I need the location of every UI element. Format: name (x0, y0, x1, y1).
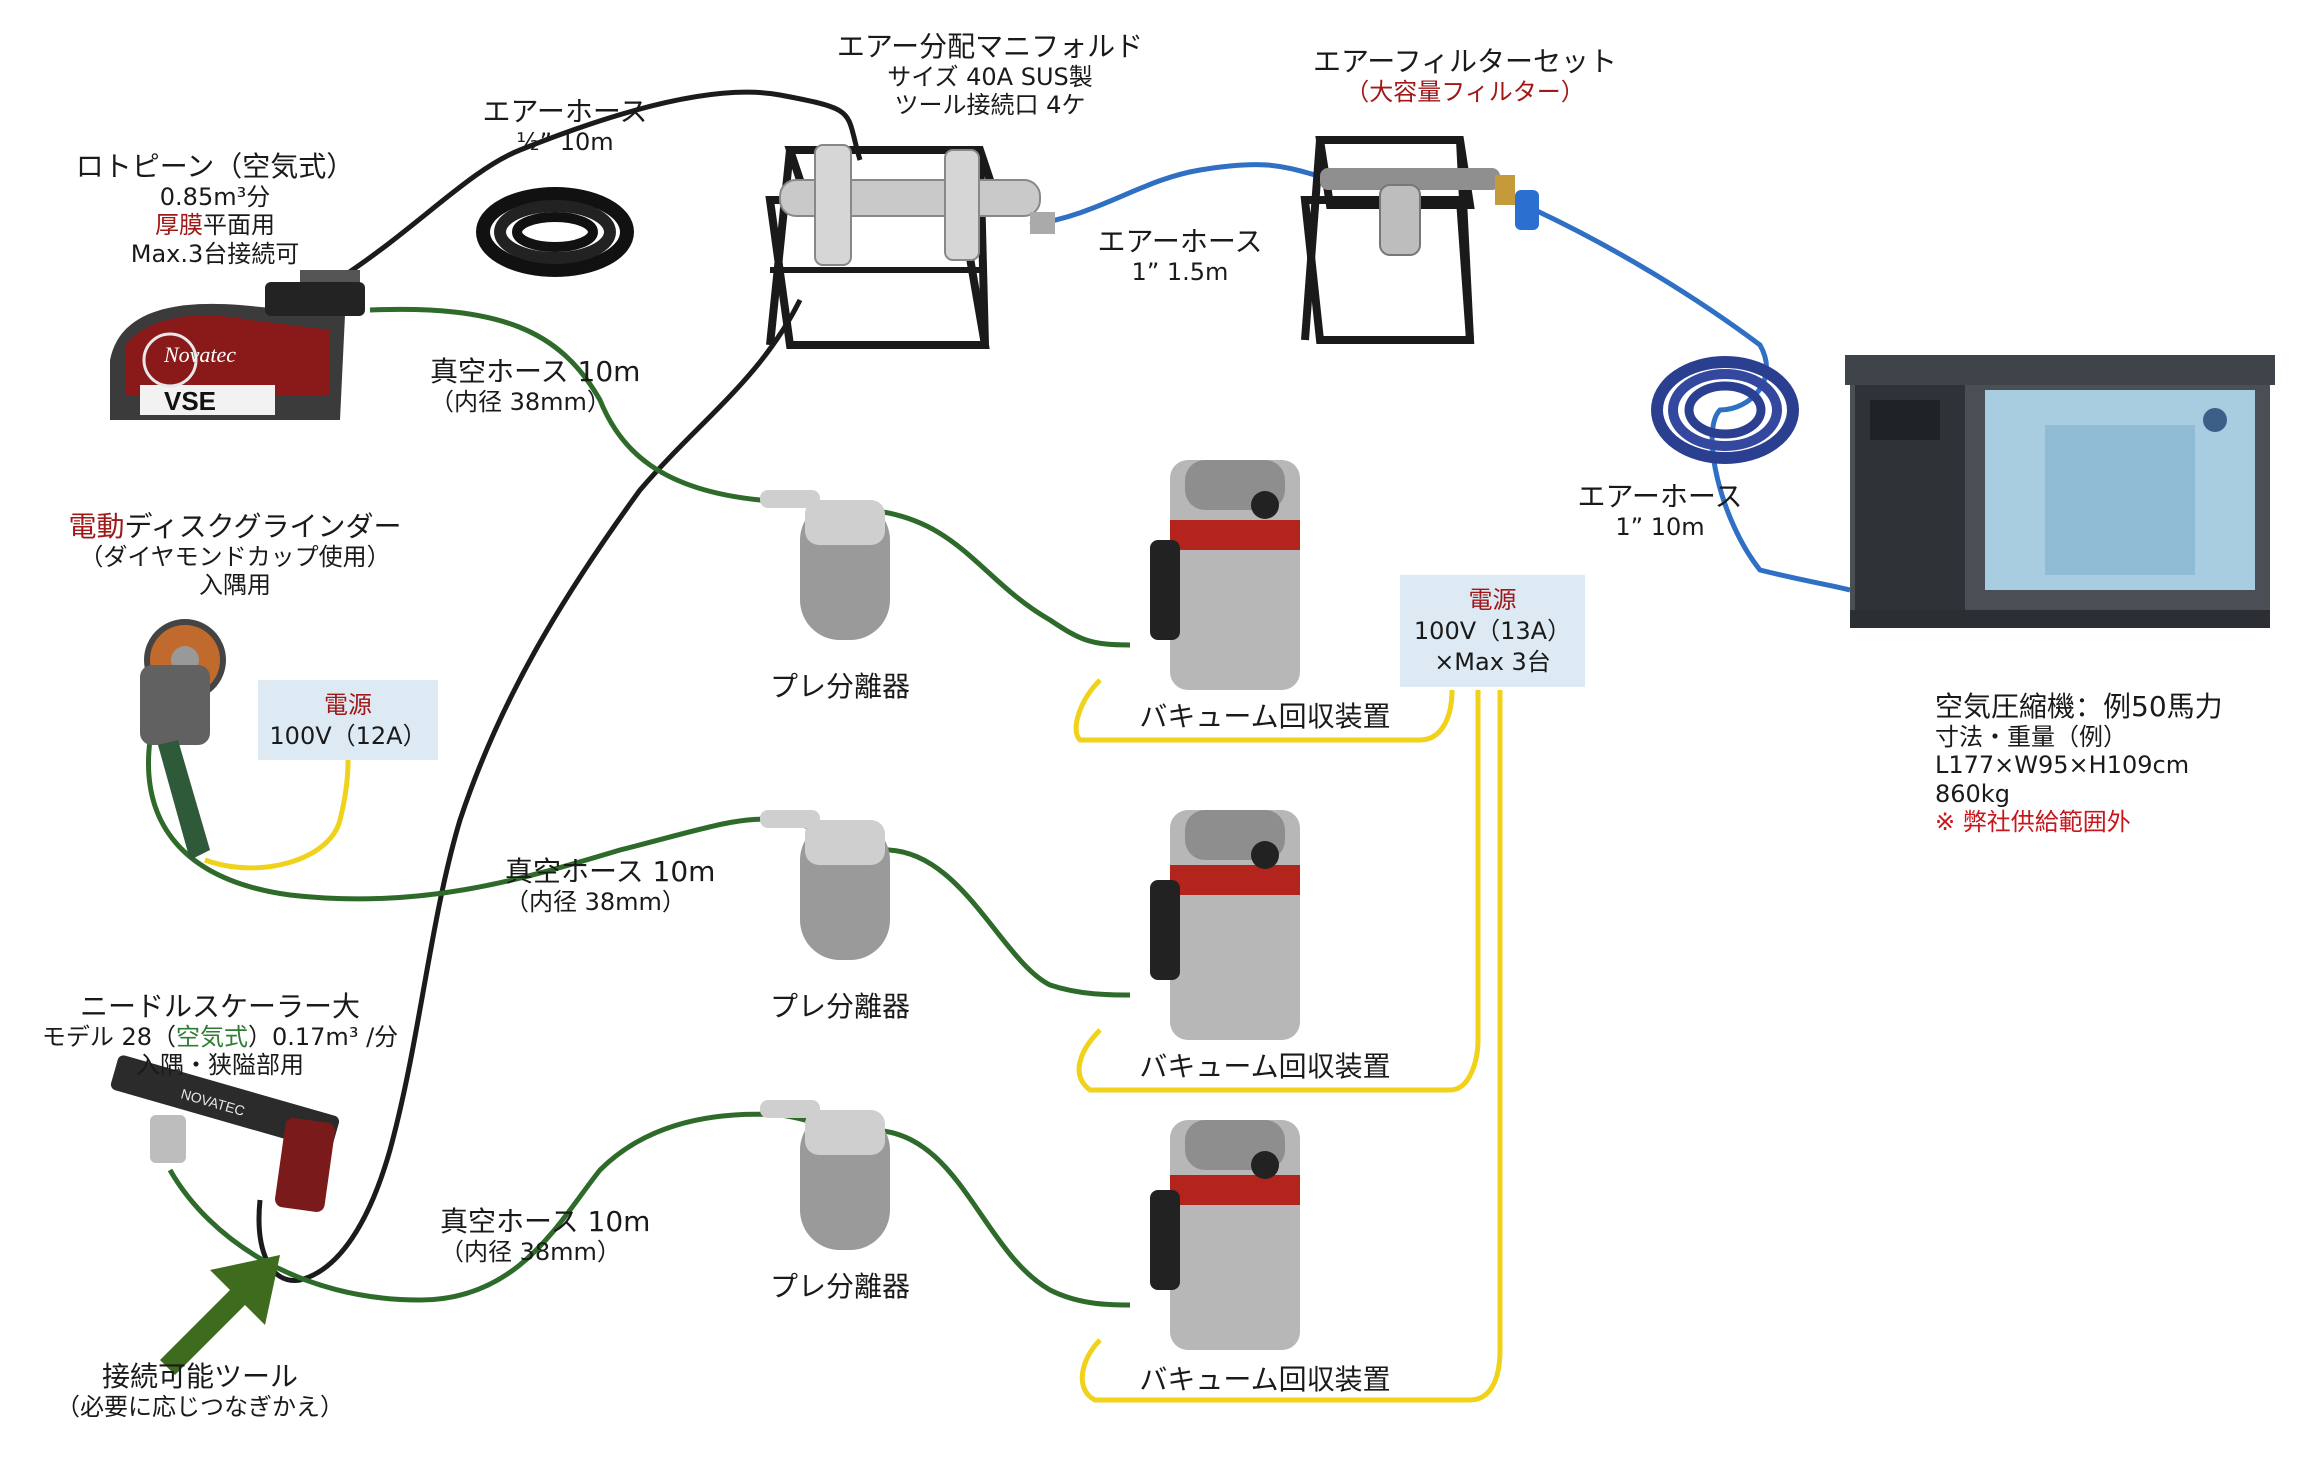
compressor-note: ※ 弊社供給範囲外 (1935, 807, 2131, 836)
rotopeen-connect: Max.3台接続可 (130, 239, 300, 268)
power-grinder-title: 電源 (324, 691, 372, 719)
manifold-ports: ツール接続口 4ケ (894, 91, 1086, 120)
vacuum-2-image (1150, 810, 1300, 1040)
air-hose-half-name: エアーホース (482, 95, 648, 128)
separator-2-image (760, 810, 890, 960)
needle-scaler-image (110, 1055, 340, 1213)
rotopeen-label-group: ロトピーン（空気式） 0.85m³分 厚膜平面用 Max.3台接続可 (70, 150, 360, 268)
grinder-image (140, 619, 226, 860)
air-hose-needle-scaler (256, 298, 803, 1283)
legend-subtitle: （必要に応じつなぎかえ） (56, 1393, 344, 1422)
power-vacuum-spec2: ×Max 3台 (1434, 648, 1551, 677)
rotopeen-brand: Novatec (163, 342, 236, 367)
needle-scaler-model-prefix: モデル 28（ (41, 1023, 176, 1052)
compressor-dims: L177×W95×H109cm (1935, 751, 2190, 780)
manifold-label: エアー分配マニフォルド サイズ 40A SUS製 ツール接続口 4ケ (820, 30, 1160, 120)
separator-2-label: プレ分離器 (769, 990, 910, 1023)
air-hose-manifold-filter-spec: 1” 1.5m (1131, 258, 1229, 287)
arrow-icon (160, 1255, 280, 1375)
air-hose-manifold-filter-label: エアーホース 1” 1.5m (1080, 225, 1280, 286)
needle-scaler-model: モデル 28（空気式）0.17m³ /分 (40, 1023, 400, 1051)
air-hose-manifold-filter-name: エアーホース (1097, 225, 1263, 258)
manifold-image (765, 144, 1055, 349)
separator-1-label: プレ分離器 (769, 670, 910, 703)
rotopeen-usage-highlight: 厚膜 (155, 211, 203, 240)
vacuum-hose-2-name: 真空ホース 10m (505, 855, 716, 888)
power-cord-grinder (204, 729, 351, 871)
grinder-title-rest: ディスクグラインダー (124, 510, 402, 543)
power-vacuum-title: 電源 (1468, 586, 1517, 614)
filter-subtitle: （大容量フィルター） (1345, 78, 1585, 107)
manifold-size: サイズ 40A SUS製 (887, 63, 1093, 92)
vacuum-1-image (1150, 460, 1300, 690)
vacuum-hose-3 (167, 1111, 1131, 1308)
power-cord-vacuum-3 (1079, 690, 1503, 1403)
rotopeen-model: VSE (164, 386, 216, 416)
air-hose-compressor-spec: 1” 10m (1615, 513, 1705, 542)
rotopeen-title: ロトピーン（空気式） (75, 150, 355, 183)
air-hose-half-spec: ½” 10m (516, 128, 614, 157)
compressor-title: 空気圧縮機：例50馬力 (1935, 690, 2223, 723)
filter-image (1300, 136, 1539, 344)
air-hose-rotopeen (343, 89, 863, 278)
power-box-vacuum: 電源 100V（13A） ×Max 3台 (1400, 575, 1585, 687)
legend-label: 接続可能ツール （必要に応じつなぎかえ） (40, 1360, 360, 1421)
vacuum-hose-2-label: 真空ホース 10m （内径 38mm） (505, 855, 735, 916)
compressor-spec-header: 寸法・重量（例） (1935, 723, 2127, 752)
compressor-image (1845, 355, 2275, 628)
power-vacuum-spec1: 100V（13A） (1413, 617, 1572, 646)
air-hose-compressor-label: エアーホース 1” 10m (1560, 480, 1760, 541)
compressor-label: 空気圧縮機：例50馬力 寸法・重量（例） L177×W95×H109cm 860… (1935, 690, 2275, 836)
power-cord-vacuum-1 (1073, 678, 1455, 743)
air-hose-manifold-filter (1029, 162, 1316, 228)
separator-3-label: プレ分離器 (769, 1270, 910, 1303)
grinder-usage: 入隅用 (199, 571, 271, 600)
vacuum-2-label: バキューム回収装置 (1139, 1050, 1391, 1083)
legend-title: 接続可能ツール (101, 1360, 298, 1393)
vacuum-1-label: バキューム回収装置 (1139, 700, 1391, 733)
needle-scaler-label: ニードルスケーラー大 モデル 28（空気式）0.17m³ /分 入隅・狭隘部用 (40, 990, 400, 1080)
air-hose-compressor-name: エアーホース (1577, 480, 1743, 513)
power-box-grinder: 電源 100V（12A） (258, 680, 438, 760)
manifold-title: エアー分配マニフォルド (836, 30, 1144, 63)
air-hose-filter-compressor (1533, 207, 1851, 593)
compressor-weight: 860kg (1935, 779, 2010, 808)
air-hose-coil-blue (1651, 356, 1799, 464)
rotopeen-usage: 厚膜平面用 (70, 211, 360, 239)
grinder-subtitle: （ダイヤモンドカップ使用） (79, 543, 391, 572)
needle-scaler-model-suffix: ）0.17m³ /分 (248, 1023, 399, 1052)
separator-1-image (760, 490, 890, 640)
needle-scaler-title: ニードルスケーラー大 (79, 990, 360, 1023)
needle-scaler-usage: 入隅・狭隘部用 (136, 1051, 304, 1080)
vacuum-hose-1-label: 真空ホース 10m （内径 38mm） (430, 355, 660, 416)
vacuum-3-label: バキューム回収装置 (1139, 1363, 1391, 1396)
grinder-title: 電動ディスクグラインダー (55, 510, 415, 543)
vacuum-hose-2-spec: （内径 38mm） (505, 888, 686, 917)
filter-title: エアーフィルターセット (1312, 45, 1618, 78)
vacuum-hose-1-spec: （内径 38mm） (430, 388, 611, 417)
vacuum-3-image (1150, 1120, 1300, 1350)
rotopeen-airflow: 0.85m³分 (159, 183, 271, 212)
air-hose-half-label: エアーホース ½” 10m (465, 95, 665, 156)
vacuum-hose-1-name: 真空ホース 10m (430, 355, 641, 388)
grinder-title-highlight: 電動 (68, 510, 125, 543)
vacuum-hose-3-spec: （内径 38mm） (440, 1238, 621, 1267)
vacuum-hose-3-name: 真空ホース 10m (440, 1205, 651, 1238)
air-hose-coil-black (476, 187, 634, 277)
power-grinder-spec: 100V（12A） (269, 722, 427, 751)
vacuum-hose-3-label: 真空ホース 10m （内径 38mm） (440, 1205, 670, 1266)
separator-3-image (760, 1100, 890, 1250)
power-cord-vacuum-2 (1076, 690, 1481, 1093)
grinder-label: 電動ディスクグラインダー （ダイヤモンドカップ使用） 入隅用 (55, 510, 415, 600)
vacuum-hose-2 (146, 739, 1131, 998)
needle-scaler-model-highlight: 空気式 (176, 1023, 248, 1052)
rotopeen-image (110, 270, 365, 420)
rotopeen-usage-rest: 平面用 (203, 211, 275, 240)
filter-label: エアーフィルターセット （大容量フィルター） (1300, 45, 1630, 106)
